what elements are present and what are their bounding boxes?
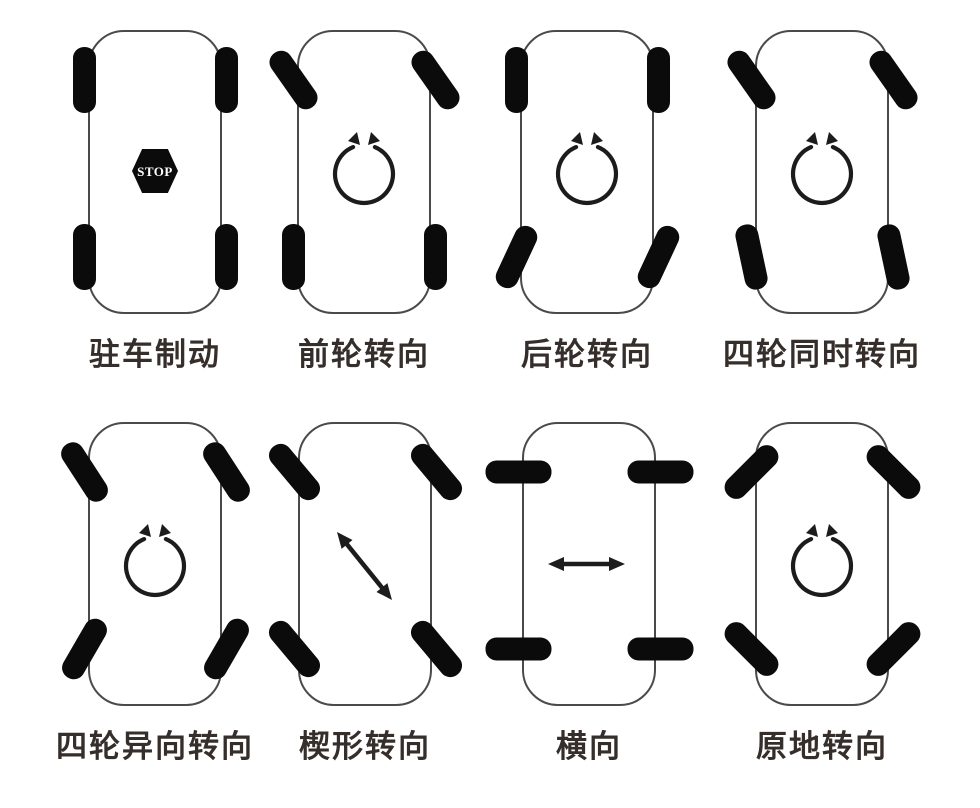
steering-mode-label: 四轮同时转向	[723, 337, 921, 372]
rotation-arrow-icon	[547, 130, 627, 210]
rotation-arrow-icon	[782, 130, 862, 210]
steering-mode-label: 驻车制动	[89, 337, 221, 372]
steering-mode-label: 后轮转向	[521, 337, 653, 372]
car-body-outline	[755, 30, 889, 314]
panel-lateral: 横向	[485, 420, 693, 770]
steering-mode-label: 前轮转向	[298, 337, 430, 372]
car-body-outline	[88, 30, 222, 314]
stop-text: STOP	[137, 163, 173, 179]
car-body-outline	[755, 422, 889, 706]
rear-left-wheel	[281, 224, 305, 290]
car-body-outline	[88, 422, 222, 706]
car-diagram	[51, 420, 259, 708]
front-right-wheel	[646, 47, 670, 113]
rear-left-wheel	[72, 224, 96, 290]
car-body-outline	[522, 422, 656, 706]
car-diagram	[485, 420, 693, 708]
panel-parking-brake: STOP 驻车制动	[51, 28, 259, 378]
car-body-outline	[520, 30, 654, 314]
car-diagram: STOP	[51, 28, 259, 316]
panel-wedge-steering: 楔形转向	[261, 420, 469, 770]
car-body-outline	[298, 422, 432, 706]
steering-mode-label: 原地转向	[756, 729, 888, 764]
front-left-wheel	[72, 47, 96, 113]
panel-four-wheel-simultaneous-steering: 四轮同时转向	[718, 28, 926, 378]
stop-sign-icon: STOP	[132, 149, 178, 193]
front-left-wheel	[504, 47, 528, 113]
steering-mode-label: 楔形转向	[299, 729, 431, 764]
car-diagram	[718, 420, 926, 708]
steering-mode-label: 四轮异向转向	[56, 729, 254, 764]
front-right-wheel	[214, 47, 238, 113]
rotation-arrow-icon	[324, 130, 404, 210]
rotation-arrow-icon	[782, 522, 862, 602]
rear-right-wheel	[214, 224, 238, 290]
car-body-outline	[297, 30, 431, 314]
car-diagram	[260, 28, 468, 316]
rotation-arrow-icon	[115, 522, 195, 602]
rear-right-wheel	[423, 224, 447, 290]
steering-mode-label: 横向	[556, 729, 622, 764]
panel-rear-wheel-steering: 后轮转向	[483, 28, 691, 378]
horizontal-arrow-icon	[485, 420, 693, 708]
car-diagram	[261, 420, 469, 708]
car-diagram	[483, 28, 691, 316]
diagonal-arrow-icon	[261, 420, 469, 708]
car-diagram	[718, 28, 926, 316]
panel-pivot-turn: 原地转向	[718, 420, 926, 770]
panel-front-wheel-steering: 前轮转向	[260, 28, 468, 378]
panel-four-wheel-opposite-steering: 四轮异向转向	[51, 420, 259, 770]
